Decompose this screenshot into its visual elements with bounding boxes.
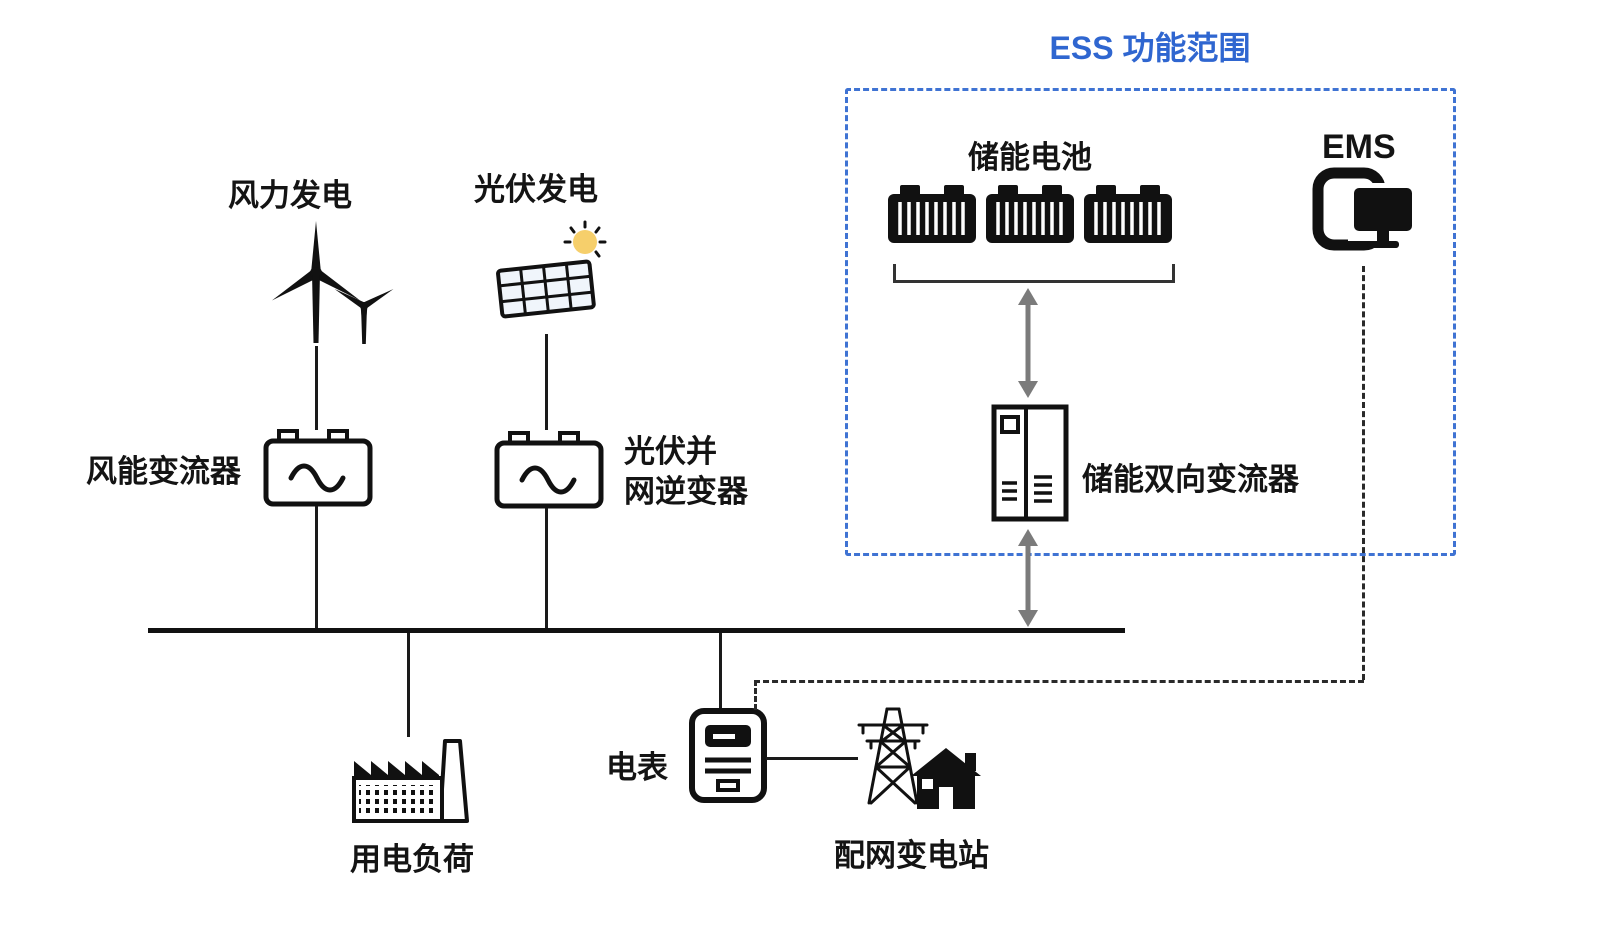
ems-control-line-to-meter bbox=[754, 680, 757, 710]
bus-to-load-line bbox=[407, 633, 410, 737]
pv-power-label: 光伏发电 bbox=[474, 172, 598, 207]
meter-to-substation-line bbox=[766, 757, 858, 760]
ess-scope-box bbox=[845, 88, 1456, 556]
bus-to-meter-line bbox=[719, 633, 722, 711]
factory-icon bbox=[348, 736, 478, 826]
storage-converter-label: 储能双向变流器 bbox=[1082, 462, 1299, 497]
meter-label: 电表 bbox=[606, 750, 668, 785]
wind-power-label: 风力发电 bbox=[228, 178, 352, 213]
pv-to-inverter-line bbox=[545, 334, 548, 430]
load-label: 用电负荷 bbox=[350, 842, 474, 877]
wind-converter-label: 风能变流器 bbox=[86, 454, 241, 489]
battery-converter-arrow bbox=[1014, 288, 1042, 398]
substation-label: 配网变电站 bbox=[834, 838, 989, 873]
storage-battery-label: 储能电池 bbox=[968, 140, 1092, 175]
ems-monitor-icon bbox=[1312, 163, 1417, 263]
converter-to-bus-line bbox=[315, 506, 318, 630]
battery-icon-1 bbox=[888, 185, 976, 243]
ess-scope-title: ESS 功能范围 bbox=[1049, 30, 1251, 66]
battery-icon-2 bbox=[986, 185, 1074, 243]
converter-bus-arrow bbox=[1014, 529, 1042, 627]
inverter-to-bus-line bbox=[545, 508, 548, 630]
ems-label: EMS bbox=[1322, 128, 1396, 166]
tower-house-icon bbox=[853, 703, 983, 818]
pv-inverter-label-line1: 光伏并 bbox=[624, 434, 717, 469]
battery-icon-3 bbox=[1084, 185, 1172, 243]
solar-panel-sun-icon bbox=[488, 218, 618, 333]
ems-control-line-horizontal bbox=[754, 680, 1364, 683]
wind-to-converter-line bbox=[315, 346, 318, 430]
pv-inverter-icon bbox=[494, 430, 604, 510]
wind-turbine-icon bbox=[256, 218, 396, 348]
battery-group-bracket bbox=[893, 264, 1175, 283]
converter-cabinet-icon bbox=[990, 403, 1070, 523]
bus-line bbox=[148, 628, 1125, 633]
ems-control-line-vertical bbox=[1362, 266, 1365, 680]
electric-meter-icon bbox=[688, 708, 768, 803]
pv-inverter-label: 光伏并 网逆变器 bbox=[624, 432, 748, 513]
wind-converter-icon bbox=[263, 428, 373, 508]
pv-inverter-label-line2: 网逆变器 bbox=[624, 474, 748, 510]
